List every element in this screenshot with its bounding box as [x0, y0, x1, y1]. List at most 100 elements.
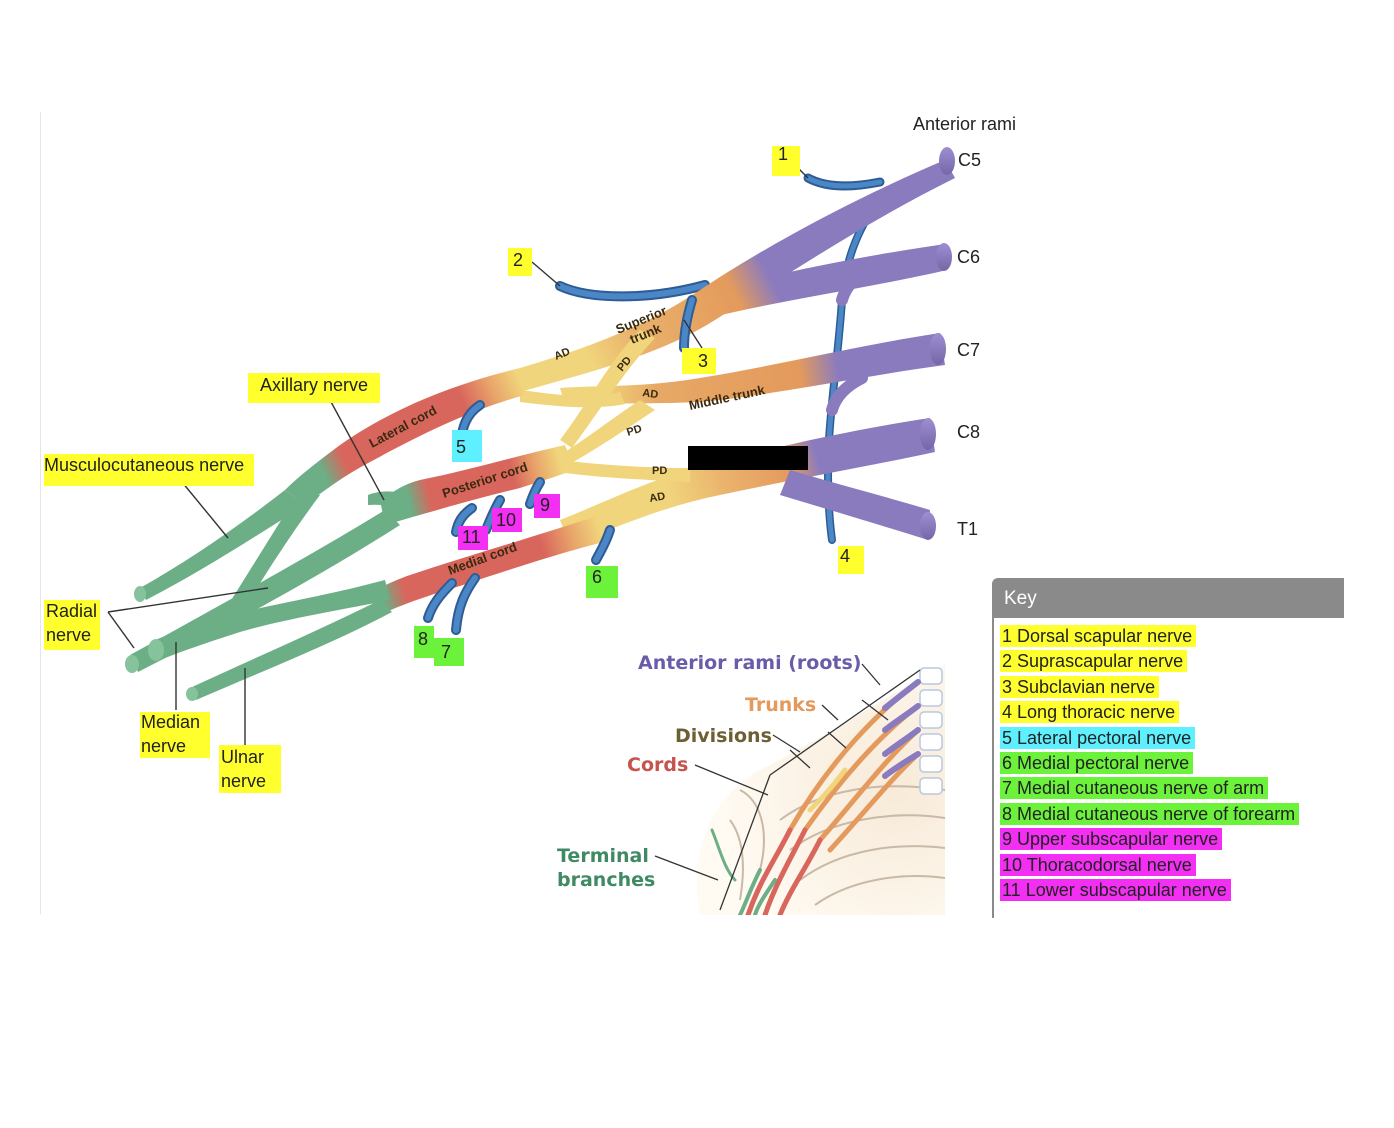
- c8-root-end: [920, 418, 936, 450]
- inset-vertebrae: [919, 667, 943, 795]
- marker-2-bg: [508, 248, 532, 276]
- radial-nerve-label-1: Radial: [46, 601, 97, 621]
- key-item: 5 Lateral pectoral nerve: [1000, 726, 1344, 751]
- key-item: 10 Thoracodorsal nerve: [1000, 853, 1344, 878]
- leader-lines: [107, 161, 809, 745]
- axillary-nerve-stub: [368, 491, 410, 510]
- key-item-text: 9 Upper subscapular nerve: [1000, 828, 1223, 851]
- page-border-line: [40, 112, 41, 914]
- c8-label: C8: [957, 422, 980, 442]
- key-item-label: Medial cutaneous nerve of arm: [1017, 778, 1265, 799]
- c6-label: C6: [957, 247, 980, 267]
- superior-trunk: [520, 160, 955, 392]
- marker-7-bg: [434, 638, 464, 666]
- marker-8-bg: [414, 626, 434, 658]
- t1-label: T1: [957, 519, 978, 539]
- key-item-number: 10: [1002, 854, 1023, 875]
- t1-root: [780, 470, 930, 540]
- lateral-root-median: [225, 490, 320, 615]
- key-item: 4 Long thoracic nerve: [1000, 700, 1344, 725]
- redaction-bar: [688, 446, 808, 470]
- key-item-text: 5 Lateral pectoral nerve: [1000, 726, 1196, 749]
- median-nerve-label-2: nerve: [141, 736, 186, 756]
- radial-nerve-label-2: nerve: [46, 625, 91, 645]
- c5-root-end: [939, 147, 955, 175]
- key-item-number: 9: [1002, 829, 1013, 850]
- key-item-label: Suprascapular nerve: [1017, 651, 1184, 672]
- key-item: 6 Medial pectoral nerve: [1000, 751, 1344, 776]
- marker-6: 6: [592, 567, 602, 587]
- pd-label-inferior: PD: [652, 465, 667, 477]
- key-item-text: 6 Medial pectoral nerve: [1000, 751, 1194, 774]
- inset-shoulder: [697, 665, 945, 915]
- marker-10: 10: [496, 510, 516, 530]
- axillary-nerve-label: Axillary nerve: [260, 375, 368, 395]
- marker-1: 1: [778, 144, 788, 164]
- inset-terminal-label-1: Terminal: [557, 845, 649, 867]
- c7-label: C7: [957, 340, 980, 360]
- key-item-number: 2: [1002, 651, 1013, 672]
- t1-root-end: [920, 512, 936, 540]
- marker-5-bg: [452, 430, 482, 462]
- c5-label: C5: [958, 150, 981, 170]
- key-item-number: 6: [1002, 752, 1013, 773]
- marker-3: 3: [698, 351, 708, 371]
- axillary-highlight: [248, 373, 380, 403]
- marker-11-bg: [458, 526, 488, 550]
- plexus-main: [125, 147, 955, 701]
- inset-cords-label: Cords: [627, 754, 688, 776]
- posterior-division-inferior: [558, 460, 690, 482]
- radial-highlight: [44, 600, 100, 650]
- anterior-division-middle: [520, 390, 625, 408]
- key-item-number: 5: [1002, 727, 1013, 748]
- key-item-number: 4: [1002, 702, 1013, 723]
- c6-root-end: [936, 243, 952, 271]
- key-item-label: Dorsal scapular nerve: [1017, 626, 1193, 646]
- marker-9-bg: [534, 494, 560, 518]
- marker-1-bg: [772, 146, 800, 176]
- marker-9: 9: [540, 495, 550, 515]
- posterior-cord: [380, 445, 575, 525]
- pd-label-middle: PD: [625, 423, 643, 439]
- key-item: 1 Dorsal scapular nerve: [1000, 624, 1344, 649]
- ulnar-highlight: [219, 745, 281, 793]
- marker-6-bg: [586, 566, 618, 598]
- musculocutaneous-nerve-label: Musculocutaneous nerve: [44, 455, 244, 475]
- key-item-label: Medial pectoral nerve: [1017, 752, 1190, 773]
- key-item-text: 1 Dorsal scapular nerve: [1000, 625, 1197, 647]
- musculocutaneous-highlight: [44, 454, 254, 486]
- inset-roots-label: Anterior rami (roots): [638, 652, 861, 674]
- marker-3-bg: [682, 348, 716, 374]
- inset-brackets: [654, 663, 921, 911]
- key-title: Key: [994, 580, 1344, 618]
- posterior-division-middle: [560, 400, 655, 465]
- anterior-rami-label: Anterior rami: [913, 114, 1016, 134]
- inset-divisions-label: Divisions: [675, 725, 772, 747]
- inferior-trunk: [560, 418, 935, 545]
- key-item-label: Medial cutaneous nerve of forearm: [1017, 803, 1296, 824]
- ulnar-nerve: [190, 600, 392, 700]
- musculocutaneous-nerve: [140, 490, 305, 600]
- marker-11: 11: [462, 527, 481, 547]
- ulnar-nerve-label-2: nerve: [221, 771, 266, 791]
- ad-label-inferior: AD: [648, 490, 666, 505]
- marker-5: 5: [456, 437, 466, 457]
- key-item-label: Thoracodorsal nerve: [1026, 854, 1192, 875]
- key-item-label: Lower subscapular nerve: [1025, 879, 1227, 900]
- key-item-text: 7 Medial cutaneous nerve of arm: [1000, 777, 1269, 800]
- ad-label-middle: AD: [642, 387, 659, 401]
- marker-4: 4: [840, 546, 850, 566]
- marker-10-bg: [492, 508, 522, 532]
- middle-trunk: [560, 333, 945, 405]
- key-item-text: 3 Subclavian nerve: [1000, 675, 1160, 698]
- median-nerve-label-1: Median: [141, 712, 200, 732]
- median-highlight: [140, 712, 210, 758]
- key-item-number: 11: [1002, 879, 1021, 900]
- key-item-number: 8: [1002, 803, 1013, 824]
- key-item-text: 4 Long thoracic nerve: [1000, 701, 1180, 724]
- key-item-text: 10 Thoracodorsal nerve: [1000, 853, 1196, 876]
- inset-terminal-label-2: branches: [557, 869, 655, 891]
- key-item: 2 Suprascapular nerve: [1000, 649, 1344, 674]
